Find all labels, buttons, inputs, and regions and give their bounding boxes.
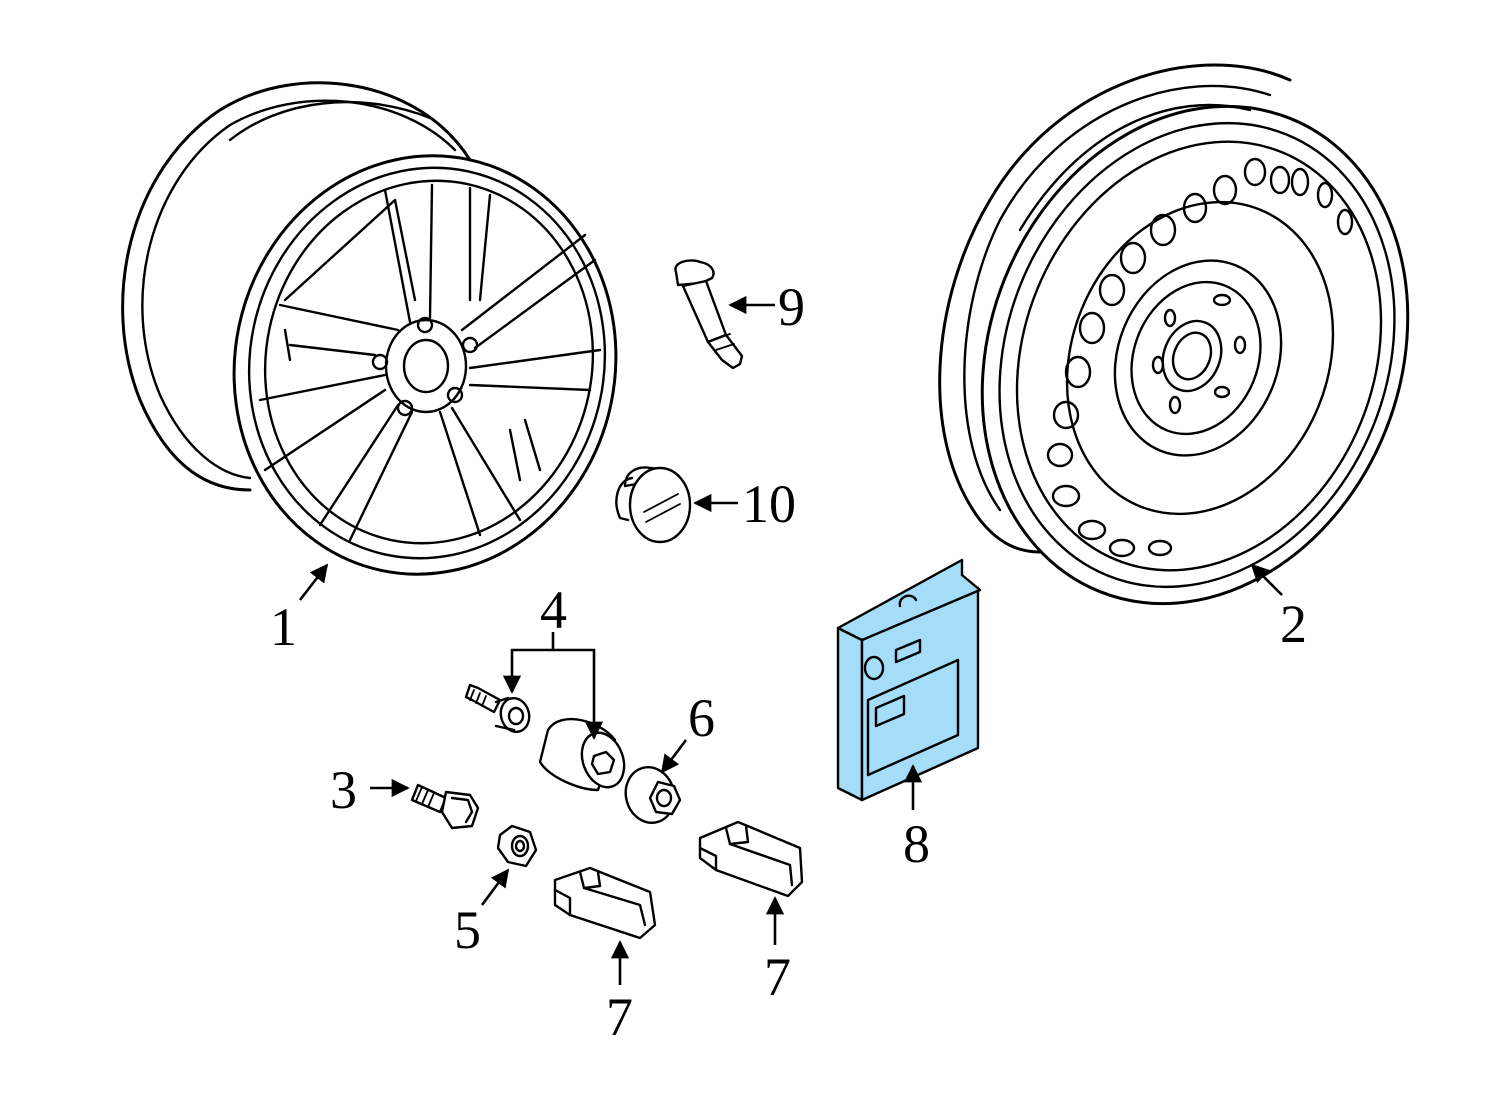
steel-wheel[interactable] xyxy=(909,42,1480,668)
kit-package-side xyxy=(836,626,864,802)
callout-7-left: 7 xyxy=(606,987,633,1047)
wheel-bolt[interactable] xyxy=(410,783,480,830)
callout-6: 6 xyxy=(688,688,715,748)
wheel-nut[interactable] xyxy=(620,762,682,829)
callout-2: 2 xyxy=(1280,594,1307,654)
lock-bolt-small[interactable] xyxy=(464,683,533,735)
leader-lines xyxy=(298,295,1283,985)
alloy-wheel[interactable] xyxy=(121,81,655,610)
callout-8: 8 xyxy=(903,814,930,874)
callout-labels: 1 2 3 4 5 6 7 7 8 9 10 xyxy=(270,277,1307,1047)
valve-stem[interactable] xyxy=(674,259,744,370)
callout-10: 10 xyxy=(742,474,796,534)
callout-4: 4 xyxy=(540,580,567,640)
callout-7-right: 7 xyxy=(764,947,791,1007)
balance-weight-left[interactable] xyxy=(553,866,657,940)
balance-weight-right[interactable] xyxy=(698,820,804,898)
callout-1: 1 xyxy=(270,597,297,657)
lock-key[interactable] xyxy=(538,717,631,793)
kit-package[interactable] xyxy=(836,558,982,802)
callout-3: 3 xyxy=(330,760,357,820)
callout-9: 9 xyxy=(778,277,805,337)
kit-package-top xyxy=(836,558,982,642)
lug-nut[interactable] xyxy=(496,824,538,868)
callout-5: 5 xyxy=(454,900,481,960)
center-cap[interactable] xyxy=(615,466,692,544)
